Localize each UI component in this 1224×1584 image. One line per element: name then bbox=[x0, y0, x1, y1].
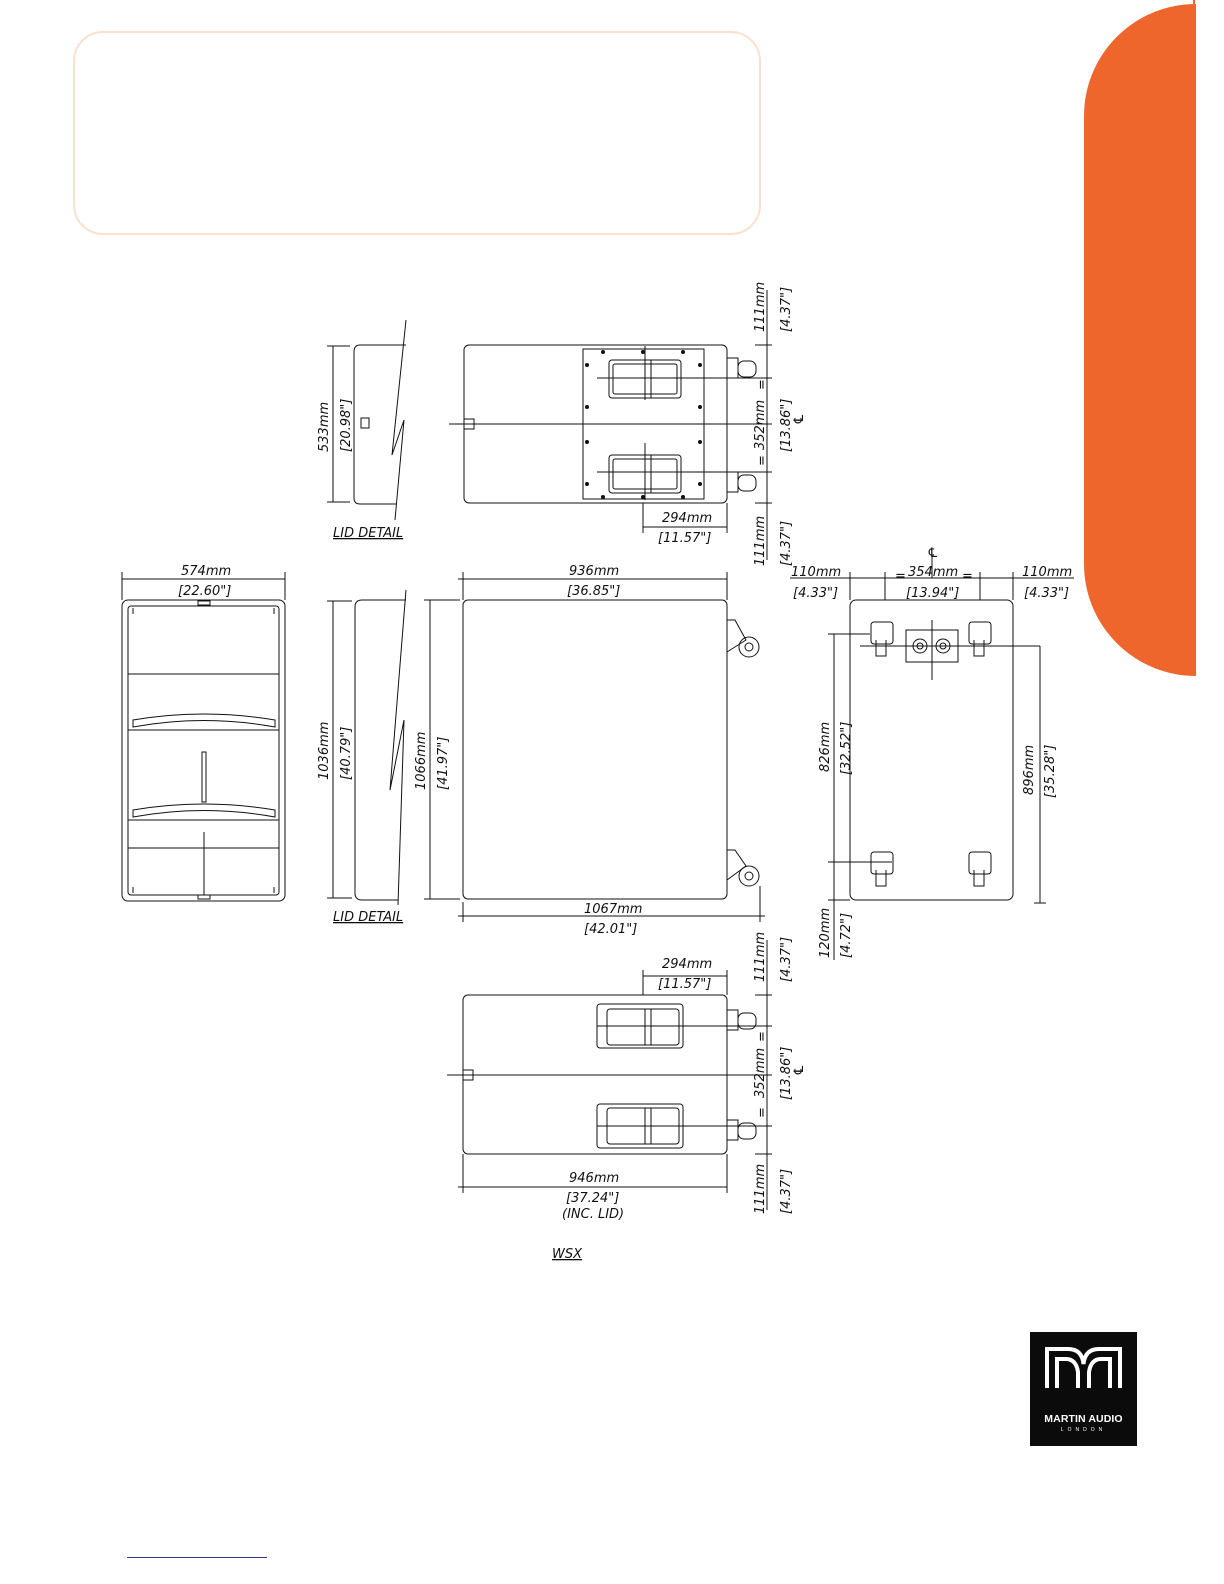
top-handle-mm: 294mm bbox=[662, 511, 712, 526]
bottom-eq-2: = bbox=[755, 1107, 770, 1118]
front-width-in: [22.60"] bbox=[178, 584, 231, 599]
lid-height-mm: 533mm bbox=[317, 402, 332, 452]
bottom-depth-mm: 111mm bbox=[753, 932, 768, 982]
bottom-eq-1: = bbox=[755, 1031, 770, 1042]
top-eq-2: = bbox=[755, 455, 770, 466]
rear-height-mm: 826mm bbox=[818, 722, 833, 772]
rear-eq-left: = bbox=[895, 569, 906, 584]
tab-edge bbox=[1193, 0, 1195, 4]
martin-audio-logo: MARTIN AUDIO LONDON bbox=[1030, 1332, 1137, 1446]
front-width-mm: 574mm bbox=[181, 564, 231, 579]
bottom-inc-lid: (INC. LID) bbox=[562, 1207, 624, 1222]
logo-sub: LONDON bbox=[1060, 1427, 1107, 1433]
side-height-in: [41.97"] bbox=[436, 737, 451, 790]
martin-audio-logo-icon bbox=[1045, 1347, 1122, 1388]
rear-total-in: [35.28"] bbox=[1043, 745, 1058, 798]
rear-centerline: ℄ bbox=[927, 546, 939, 561]
rear-center-in: [13.94"] bbox=[906, 586, 959, 601]
bottom-width-in: [37.24"] bbox=[566, 1191, 619, 1206]
top-centerline: ℄ bbox=[792, 413, 807, 425]
side-height-mm: 1066mm bbox=[414, 732, 429, 790]
logo-name: MARTIN AUDIO bbox=[1044, 1413, 1123, 1425]
top-handle-in: [11.57"] bbox=[658, 531, 711, 546]
footer-link[interactable] bbox=[127, 1557, 267, 1558]
rear-total-mm: 896mm bbox=[1022, 745, 1037, 795]
bottom-centerline: ℄ bbox=[792, 1064, 807, 1076]
bottom-width-mm: 946mm bbox=[569, 1171, 619, 1186]
bottom-end-mm: 111mm bbox=[753, 1164, 768, 1214]
bottom-view bbox=[447, 940, 772, 1210]
front-view bbox=[121, 572, 286, 902]
lid-detail-label-top: LID DETAIL bbox=[333, 526, 403, 541]
side-width-top-mm: 936mm bbox=[569, 564, 619, 579]
side-width-bottom-mm: 1067mm bbox=[584, 902, 642, 917]
model-label: WSX bbox=[552, 1247, 583, 1262]
bottom-end-in: [4.37"] bbox=[779, 1169, 794, 1214]
lid-detail-label-side: LID DETAIL bbox=[333, 910, 403, 925]
side-view bbox=[424, 572, 765, 922]
top-spacing-in: [13.86"] bbox=[779, 399, 794, 452]
top-view bbox=[449, 290, 772, 560]
title-box bbox=[73, 31, 761, 235]
side-width-top-in: [36.85"] bbox=[567, 584, 620, 599]
section-tab bbox=[1084, 4, 1196, 676]
rear-center-mm: 354mm bbox=[908, 565, 958, 580]
top-spacing-mm: 352mm bbox=[753, 400, 768, 450]
rear-view bbox=[790, 555, 1074, 960]
bottom-spacing-in: [13.86"] bbox=[779, 1047, 794, 1100]
top-depth-mm: 111mm bbox=[753, 282, 768, 332]
front-height-in: [40.79"] bbox=[339, 727, 354, 780]
bottom-handle-mm: 294mm bbox=[662, 957, 712, 972]
top-end-in: [4.37"] bbox=[779, 521, 794, 566]
front-height-mm: 1036mm bbox=[317, 722, 332, 780]
rear-height-in: [32.52"] bbox=[839, 722, 854, 775]
rear-right-in: [4.33"] bbox=[1024, 586, 1069, 601]
top-depth-in: [4.37"] bbox=[779, 287, 794, 332]
side-width-bottom-in: [42.01"] bbox=[584, 922, 637, 937]
lid-detail-top bbox=[327, 319, 407, 521]
bottom-depth-in: [4.37"] bbox=[779, 937, 794, 982]
lid-height-in: [20.98"] bbox=[339, 399, 354, 452]
lid-detail-side bbox=[327, 589, 407, 906]
rear-bottom-mm: 120mm bbox=[818, 908, 833, 958]
bottom-spacing-mm: 352mm bbox=[753, 1048, 768, 1098]
rear-right-mm: 110mm bbox=[1022, 565, 1072, 580]
rear-left-mm: 110mm bbox=[791, 565, 841, 580]
bottom-handle-in: [11.57"] bbox=[658, 977, 711, 992]
top-end-mm: 111mm bbox=[753, 516, 768, 566]
top-eq-1: = bbox=[755, 379, 770, 390]
rear-left-in: [4.33"] bbox=[793, 586, 838, 601]
rear-bottom-in: [4.72"] bbox=[839, 913, 854, 958]
rear-eq-right: = bbox=[962, 569, 973, 584]
